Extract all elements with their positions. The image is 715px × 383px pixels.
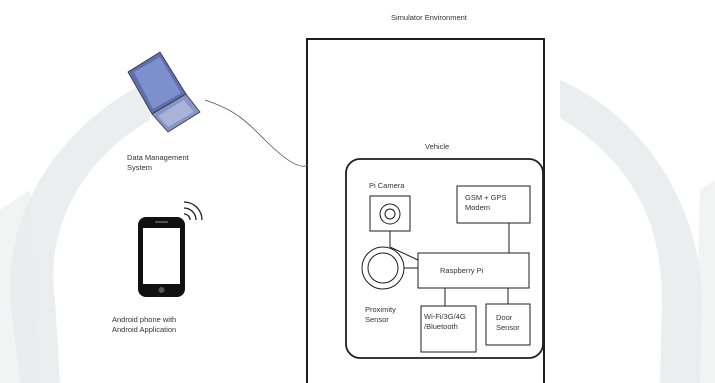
data-management-label: Data Management System: [127, 153, 189, 173]
connectors: [389, 223, 510, 306]
door-line2: Sensor: [496, 323, 520, 332]
gsm-gps-line1: GSM + GPS: [465, 193, 507, 202]
door-sensor-label: Door Sensor: [496, 313, 520, 333]
android-label: Android phone with Android Application: [112, 315, 176, 335]
door-sensor-box: [485, 303, 531, 346]
data-management-line2: System: [127, 163, 153, 172]
wireless-signal-icon: [183, 201, 203, 221]
android-line2: Android Application: [112, 325, 177, 334]
proximity-label: Proximity Sensor: [365, 305, 396, 325]
laptop-icon: [127, 51, 201, 133]
wifi-line2: /Bluetooth: [424, 322, 458, 331]
data-management-line1: Data Management: [127, 153, 189, 162]
gsm-gps-label: GSM + GPS Modem: [465, 193, 506, 213]
camera-lens-icon: [369, 195, 411, 232]
wifi-line1: Wi-Fi/3G/4G: [424, 312, 466, 321]
vehicle-box: [345, 158, 544, 359]
proximity-sensor-icon: [361, 246, 405, 290]
pi-camera-label: Pi Camera: [369, 181, 405, 190]
wifi-module-box: [420, 305, 477, 353]
smartphone-icon: [138, 217, 185, 297]
raspberry-pi-label: Raspberry Pi: [440, 266, 484, 275]
android-line1: Android phone with: [112, 315, 177, 324]
gsm-gps-modem-box: [456, 185, 531, 224]
door-line1: Door: [496, 313, 513, 322]
laptop-cable: [204, 99, 309, 167]
raspberry-pi-box: [417, 252, 530, 289]
simulator-environment-title: Simulator Environment: [391, 13, 467, 22]
simulator-environment-frame: [306, 38, 545, 383]
vehicle-label: Vehicle: [425, 142, 450, 151]
proximity-line1: Proximity: [365, 305, 396, 314]
gsm-gps-line2: Modem: [465, 203, 491, 212]
wifi-label: Wi-Fi/3G/4G /Bluetooth: [424, 312, 466, 332]
proximity-line2: Sensor: [365, 315, 389, 324]
